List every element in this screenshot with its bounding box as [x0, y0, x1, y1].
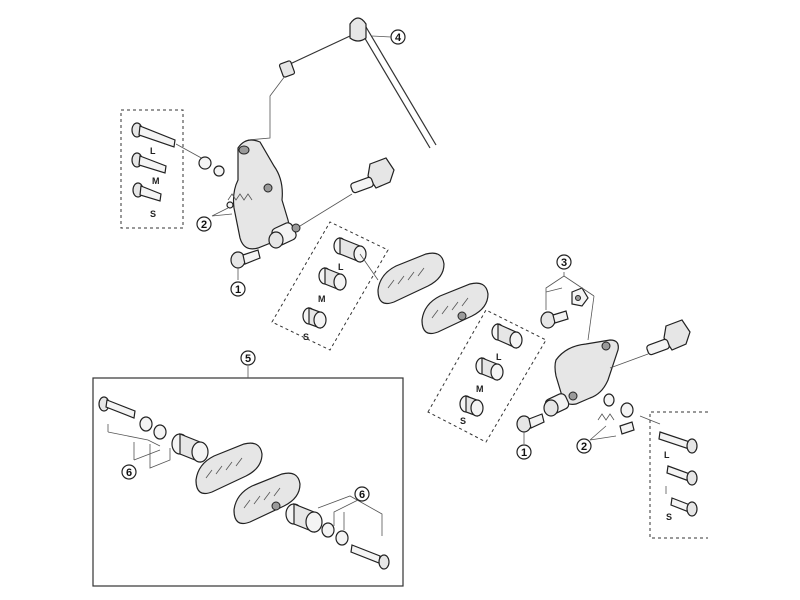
- bolt-short: [132, 182, 162, 202]
- callout-label: 6: [126, 467, 132, 479]
- kit-washer: [335, 530, 349, 546]
- kit-washer: [153, 424, 167, 440]
- callout-1-right: 1: [516, 444, 532, 460]
- kit-shoe: [233, 472, 301, 525]
- callout-2-right: 2: [576, 438, 592, 454]
- size-label-medium: M: [318, 294, 326, 304]
- size-label-long: L: [338, 262, 344, 272]
- size-label-long: L: [664, 450, 670, 460]
- size-label-short: S: [150, 209, 156, 219]
- size-label-medium: M: [152, 176, 160, 186]
- callout-4: 4: [371, 29, 406, 45]
- size-label-short: S: [303, 332, 309, 342]
- bolt-medium: [666, 465, 698, 486]
- left-brake-shoe: [377, 252, 445, 305]
- kit-pad-top: [195, 442, 263, 495]
- kit-bolt-top: [98, 396, 136, 419]
- cable-fixing-bolt: [540, 272, 595, 329]
- size-label-medium: M: [476, 384, 484, 394]
- left-spacer-set: L M S: [271, 221, 389, 351]
- left-spring: [211, 193, 253, 217]
- right-spring: [589, 413, 635, 441]
- kit-washer: [321, 522, 335, 538]
- left-brake-arm: [198, 139, 301, 250]
- bolt-long: [658, 431, 698, 454]
- spacer-long: [333, 237, 367, 263]
- spacer-short: [302, 307, 327, 329]
- spacer-medium: [475, 357, 504, 381]
- left-bolt-set: L M S: [120, 109, 184, 229]
- right-mounting-pivot: [609, 319, 691, 369]
- callout-6-bottom: 6: [354, 486, 370, 502]
- bolt-short: [670, 497, 698, 517]
- spacer-medium: [318, 267, 347, 291]
- spacer-long: [491, 323, 523, 349]
- callout-label: 2: [581, 441, 587, 453]
- callout-label: 2: [201, 219, 207, 231]
- kit-washer: [139, 416, 153, 432]
- callout-3: 3: [556, 254, 572, 270]
- bolt-long: [131, 122, 176, 148]
- kit-spacer-top: [171, 433, 209, 463]
- right-washers: [603, 393, 661, 425]
- right-bolt-set: L S: [649, 411, 708, 539]
- kit-box: [92, 366, 404, 587]
- callout-label: 3: [561, 257, 567, 269]
- callout-1-left: 1: [230, 281, 246, 297]
- callout-label: 1: [235, 284, 241, 296]
- right-fixing-bolt: [516, 413, 545, 444]
- bolt-medium: [131, 152, 167, 174]
- size-label-short: S: [460, 416, 466, 426]
- spacer-short: [459, 395, 484, 417]
- left-fixing-bolt: [230, 249, 261, 280]
- callout-6-top: 6: [121, 464, 137, 480]
- callout-label: 5: [245, 353, 251, 365]
- kit-spacer-bottom: [285, 503, 323, 533]
- callout-label: 6: [359, 489, 365, 501]
- right-brake-shoe: [421, 282, 489, 335]
- right-brake-arm: [543, 295, 619, 417]
- cable-lead-assembly: [247, 17, 437, 149]
- callout-5: 5: [240, 350, 256, 366]
- callout-label: 1: [521, 447, 527, 459]
- size-label-short: S: [666, 512, 672, 522]
- size-label-long: L: [496, 352, 502, 362]
- left-mounting-pivot: [299, 157, 395, 227]
- kit-bolt-bottom: [350, 544, 390, 570]
- callout-label: 4: [395, 32, 402, 44]
- callout-2-left: 2: [196, 216, 212, 232]
- size-label-long: L: [150, 146, 156, 156]
- right-spacer-set: L M S: [427, 309, 547, 443]
